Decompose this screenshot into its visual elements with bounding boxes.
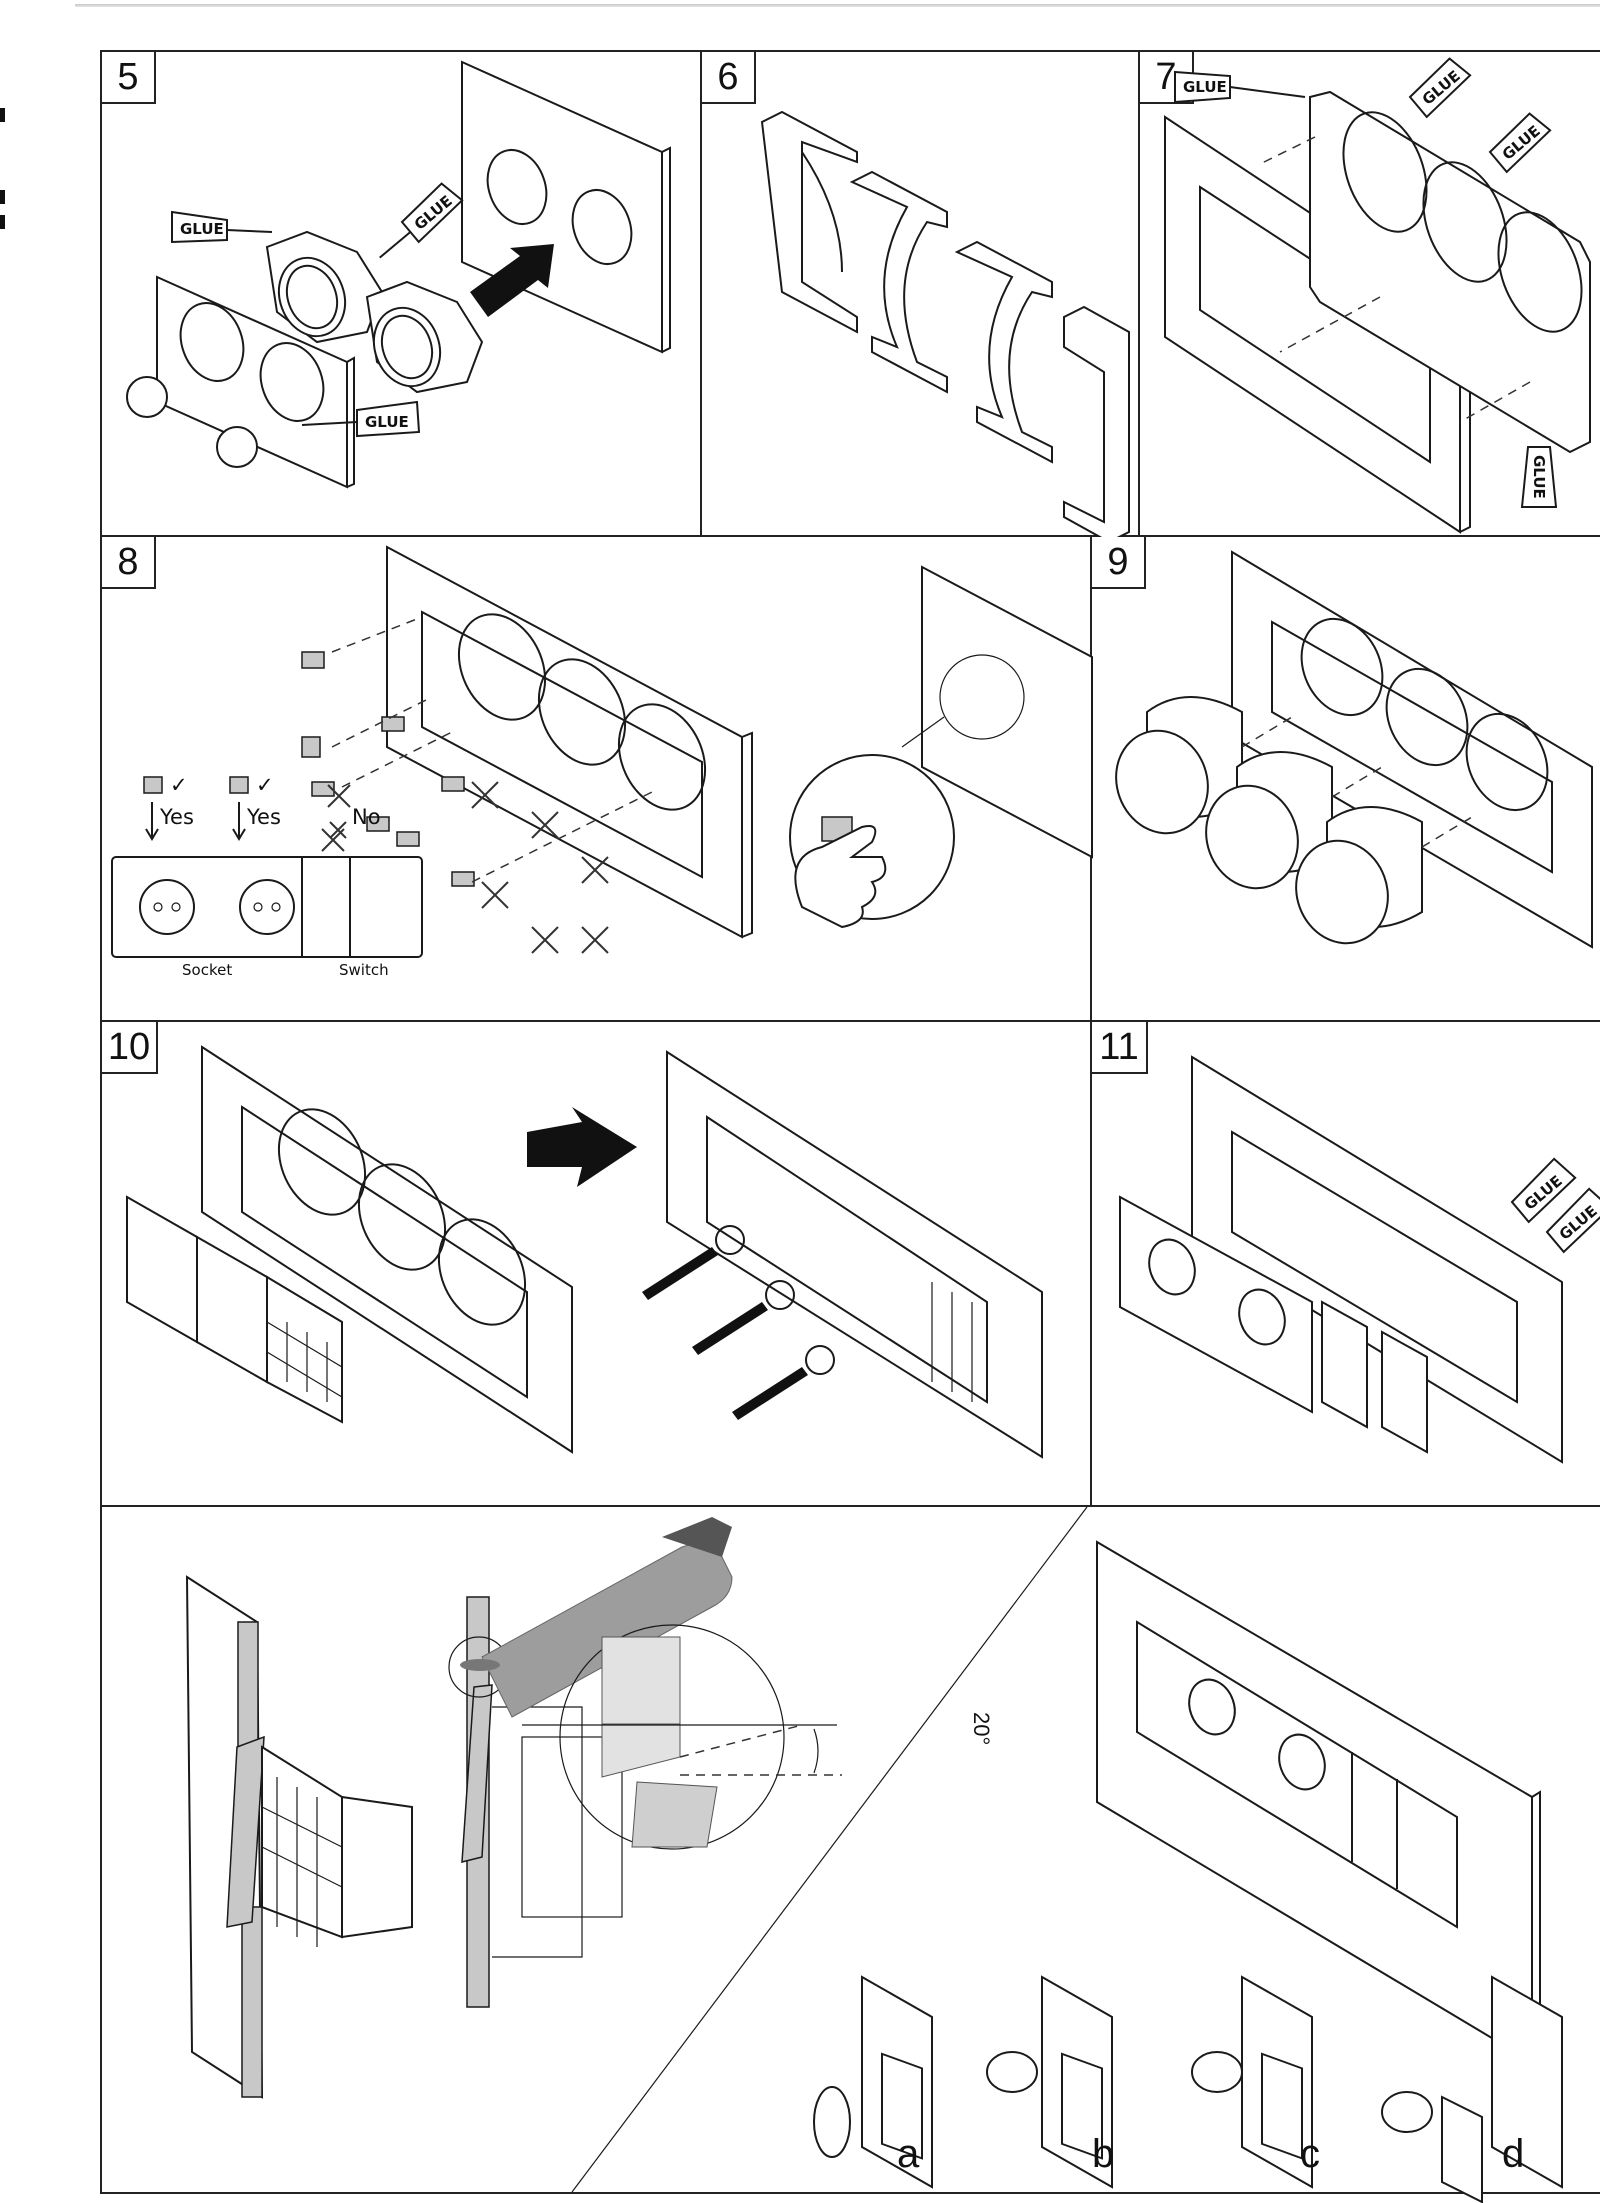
step-10-illustration [126,1045,1043,1459]
removal-step-label: c [1300,2132,1320,2176]
clip-part [216,426,258,468]
step-8-illustration [111,545,1093,958]
removal-step-label: a [897,2132,920,2176]
binding-mark [0,215,5,229]
frame-plate [1231,550,1593,949]
side-view-tool [448,1596,623,2008]
frame-segment-middle [849,170,948,394]
yes-label: Yes [247,805,281,829]
svg-text:GLUE: GLUE [1530,455,1548,499]
switch-label: Switch [339,961,389,979]
glue-tube: GLUE [171,210,273,244]
step-7-illustration: GLUE GLUE GLUE GLUE [1164,57,1591,534]
svg-text:GLUE: GLUE [365,413,409,431]
frame-segment-end [1063,305,1130,544]
clip-part [126,376,168,418]
step-5-illustration: GLUE GLUE GLUE [126,60,671,489]
step-10-panel: 10 [102,1022,1092,1507]
yes-label: Yes [160,805,194,829]
side-view-switch [185,1575,413,2099]
mounting-ring [365,280,484,394]
glue-tube: GLUE [379,182,464,259]
glue-tube: GLUE [1408,57,1472,119]
glue-tube: GLUE [1520,446,1558,508]
no-label: No [352,805,381,829]
removal-section: 20° a b c d [102,1506,1600,2203]
removal-illustration [185,1506,1563,2203]
glue-tube: GLUE [1488,112,1552,174]
frame-assembled [666,1050,1043,1459]
step-8-panel: 8 [102,537,1093,1022]
frame-segment-middle [954,240,1053,464]
screwdriver [732,1345,835,1420]
screwdriver [692,1280,795,1355]
socket-switch-legend [111,776,423,958]
direction-arrow [470,244,554,317]
step-7-panel: 7 GLUE GLUE [1140,52,1600,537]
detail-callout [789,565,1093,929]
svg-text:GLUE: GLUE [180,220,224,238]
scan-edge-line [75,4,1600,7]
instruction-sheet: 5 [100,50,1600,2203]
yes-check-mark: ✓ [170,773,188,797]
removal-step-label: d [1502,2132,1525,2176]
angle-detail-callout [522,1624,842,1850]
oscillating-tool [460,1517,733,1718]
step-number: 11 [1092,1022,1148,1074]
frame-plate [386,545,753,939]
step-number: 10 [102,1022,158,1074]
glue-tube: GLUE [1174,70,1306,104]
svg-text:GLUE: GLUE [1183,78,1227,96]
removal-step-d [1381,1975,1563,2203]
step-number: 6 [702,52,756,104]
frame-segment-end [760,110,858,334]
mounting-box [1115,696,1243,835]
yes-check-mark: ✓ [256,773,274,797]
switch-cover [1321,1300,1368,1429]
step-11-illustration: GLUE GLUE [1119,1055,1600,1464]
angle-label: 20° [969,1712,994,1746]
z-plit-frame [1309,90,1591,454]
hand-icon [794,825,887,929]
step-11-panel: 11 GLUE GLUE [1092,1022,1600,1507]
mounting-box [1205,751,1333,890]
frame-with-boxes [201,1045,573,1454]
glue-tube: GLUE [301,400,421,438]
step-number: 8 [102,537,156,589]
binding-mark [0,190,5,204]
finished-assembly [1096,1540,1541,2064]
rejected-clips [321,781,609,954]
mounting-ring [265,230,384,344]
switch-cover [1381,1330,1428,1454]
socket-label: Socket [182,961,233,979]
removal-step-c [1191,1975,1313,2189]
step-6-illustration [760,110,1130,544]
direction-arrow [527,1107,637,1187]
removal-step-b [986,1975,1113,2189]
step-number: 5 [102,52,156,104]
removal-step-label: b [1092,2132,1115,2176]
clips [301,651,475,887]
binding-mark [0,108,5,122]
screwdriver [642,1225,745,1300]
socket-insert [126,1195,343,1424]
step-number: 9 [1092,537,1146,589]
socket-cover [1119,1195,1313,1414]
step-5-panel: 5 [102,52,702,537]
frame-plate [156,275,355,489]
removal-step-a [813,1975,933,2189]
step-9-illustration [1115,550,1593,949]
step-9-panel: 9 [1092,537,1600,1022]
step-6-panel: 6 [702,52,1140,544]
section-divider [571,1506,1088,2193]
frame-assembled [1191,1055,1563,1464]
mounting-box [1295,806,1423,945]
